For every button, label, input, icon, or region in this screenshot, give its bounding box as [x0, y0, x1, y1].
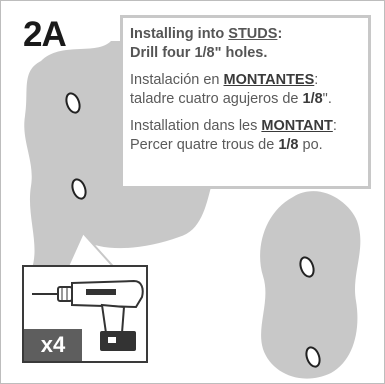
fr-mid: : Percer quatre trous de [130, 118, 337, 153]
fr-size: 1/8 [278, 137, 299, 153]
es-suffix: ". [322, 91, 332, 107]
step-number: 2A [23, 15, 67, 54]
es-size: 1/8 [302, 91, 323, 107]
french-text: Installation dans les MONTANT: Percer qu… [130, 117, 362, 155]
stud-blob-right [260, 191, 361, 379]
english-heading: Installing into STUDS: Drill four 1/8" h… [130, 25, 362, 63]
heading-instruction: Drill four 1/8" holes. [130, 45, 268, 61]
cordless-drill-icon [32, 279, 144, 351]
fr-prefix: Installation dans les [130, 118, 262, 134]
instruction-text-box: Installing into STUDS: Drill four 1/8" h… [120, 15, 371, 189]
heading-prefix: Installing into [130, 26, 229, 42]
es-prefix: Instalación en [130, 72, 224, 88]
heading-suffix: : [277, 26, 283, 42]
es-mid: : taladre cuatro agujeros de [130, 72, 319, 107]
hole-marker-icon [299, 256, 315, 278]
hole-marker-icon [71, 178, 87, 200]
es-keyword: MONTANTES [223, 72, 315, 88]
fr-suffix: po. [298, 137, 323, 153]
quantity-badge: x4 [24, 329, 82, 361]
hole-marker-icon [305, 346, 321, 368]
heading-keyword: STUDS [228, 26, 278, 42]
drill-inset: x4 [22, 265, 148, 363]
hole-marker-icon [65, 92, 81, 114]
spanish-text: Instalación en MONTANTES: taladre cuatro… [130, 71, 362, 109]
fr-keyword: MONTANT [261, 118, 333, 134]
